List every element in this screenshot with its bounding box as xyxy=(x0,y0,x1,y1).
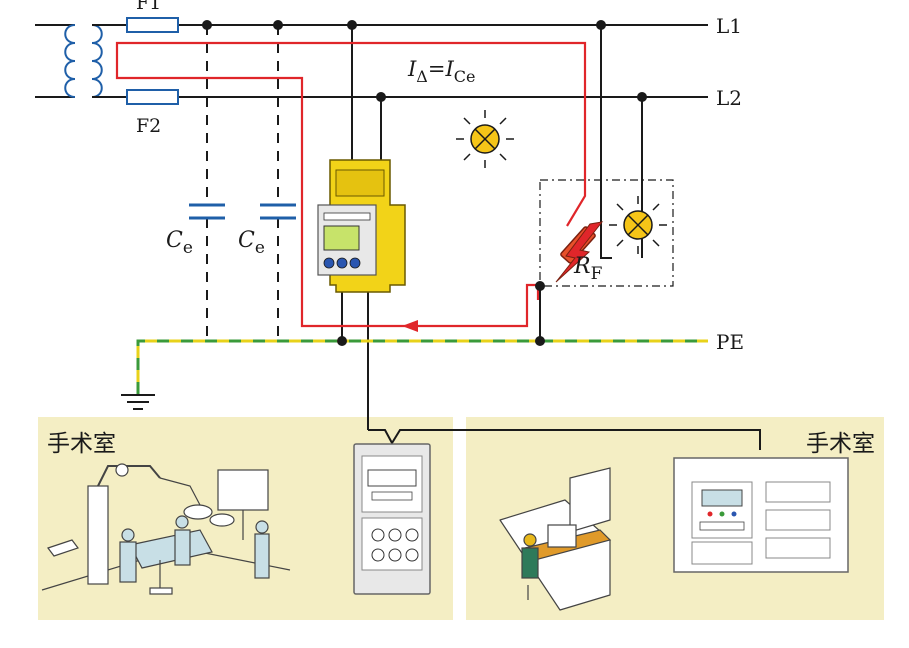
load-lead-l1 xyxy=(600,25,612,259)
lightning-fault-icon xyxy=(555,221,604,283)
room-left-label: 手术室 xyxy=(47,431,116,457)
capacitor-icon xyxy=(189,203,225,220)
pe-label: PE xyxy=(716,330,744,354)
cap2-label: Ce xyxy=(238,228,265,258)
lamp-icon xyxy=(609,196,667,254)
remote-alarm-indicator-icon xyxy=(353,443,431,595)
transformer-coil-icon xyxy=(35,24,103,98)
signal-wire-to-panel xyxy=(368,429,761,450)
room-right-label: 手术室 xyxy=(806,431,875,457)
junction-dots xyxy=(202,20,647,346)
fuse-icon xyxy=(126,17,179,33)
insulation-monitor-device-icon xyxy=(317,159,406,293)
resistor-label: RF xyxy=(573,254,603,284)
fault-current-arrow xyxy=(402,320,418,332)
lamp-icon xyxy=(456,110,514,168)
ground-symbol-icon xyxy=(121,394,155,410)
capacitor-icon xyxy=(260,203,296,220)
pe-line xyxy=(136,339,708,394)
fuse-icon xyxy=(126,89,179,105)
current-label: IΔ=ICe xyxy=(407,57,475,86)
line2-label: L2 xyxy=(716,86,742,110)
fuse2-label: F2 xyxy=(136,115,161,137)
fuse1-label: F1 xyxy=(136,0,161,14)
cap1-label: Ce xyxy=(166,228,193,258)
equipment-enclosure xyxy=(539,179,674,287)
control-panel-icon xyxy=(673,457,849,573)
fault-current-path xyxy=(115,41,587,328)
line1-label: L1 xyxy=(716,14,742,38)
operator-desk-scene-icon xyxy=(499,467,612,611)
operating-room-scene-icon xyxy=(41,463,291,595)
